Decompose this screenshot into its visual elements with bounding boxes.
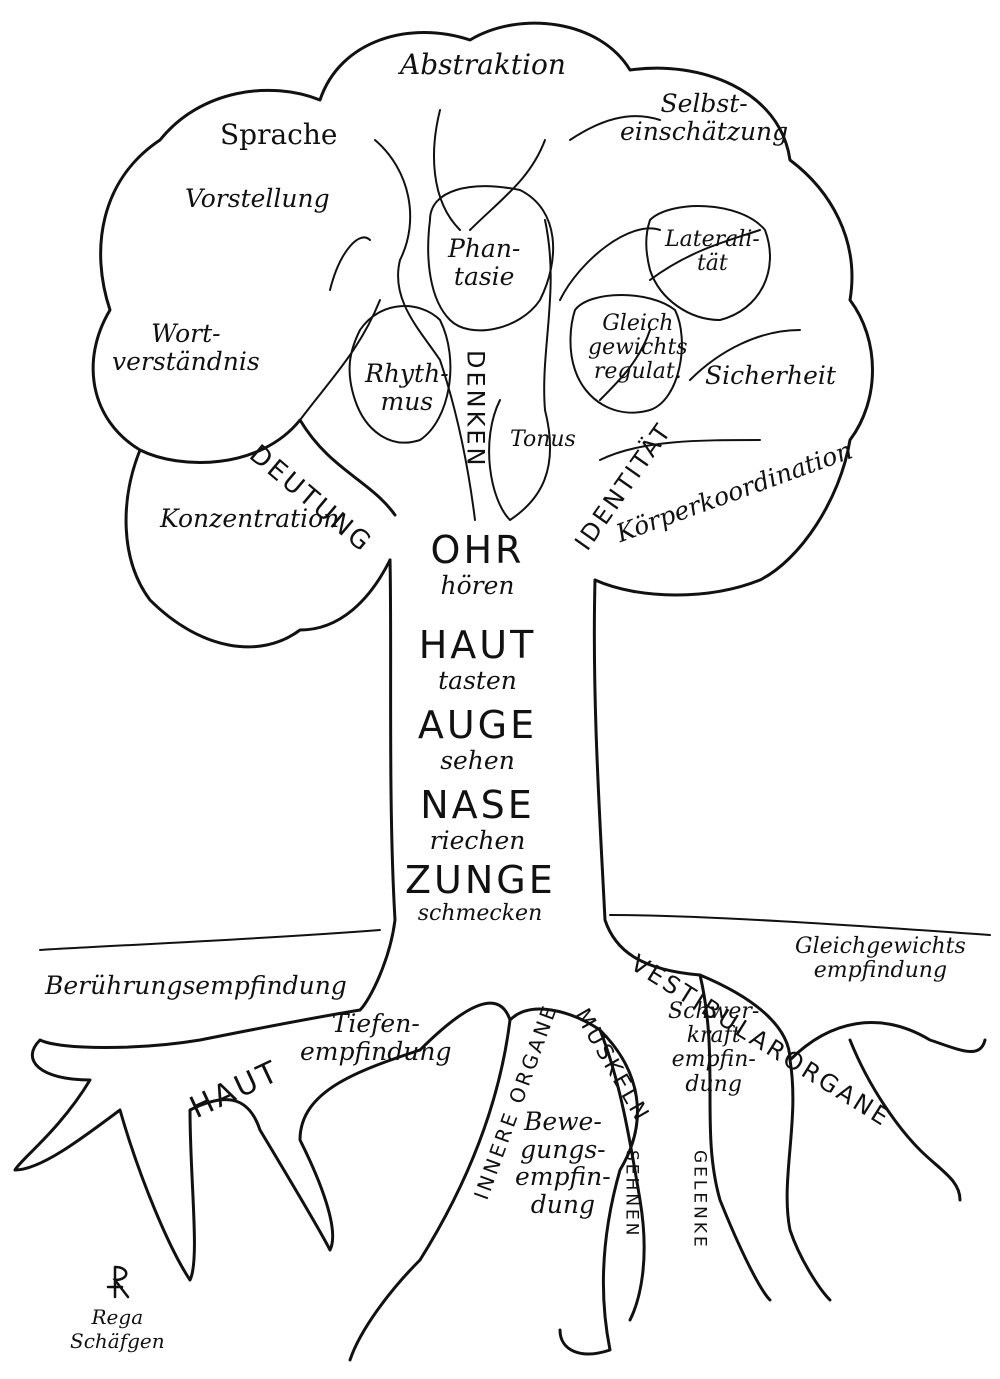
label-tiefenempfindung-line1: Tiefen- xyxy=(331,1009,420,1038)
trunk-sense-zunge: ZUNGE schmecken xyxy=(405,858,556,926)
label-denken: DENKEN xyxy=(461,350,490,469)
label-lateralitaet-line2: tät xyxy=(696,251,728,277)
label-phantasie-line2: tasie xyxy=(453,261,515,291)
label-schwerkraftempfindung-line3: empfin- xyxy=(671,1047,756,1073)
roots-center xyxy=(348,1001,646,1362)
label-vorstellung: Vorstellung xyxy=(185,184,330,213)
label-bewegungsempfindung-line3: empfin- xyxy=(515,1162,611,1191)
label-rhythmus-line2: mus xyxy=(380,386,434,416)
trunk-organ-ohr: OHR xyxy=(430,528,525,572)
signature-line1: Rega xyxy=(91,1305,144,1329)
label-selbsteinschaetzung-line2: einschätzung xyxy=(620,116,789,146)
label-phantasie-line1: Phan- xyxy=(448,234,521,263)
trunk-organ-zunge: ZUNGE xyxy=(405,858,556,902)
bubble-rhythmus xyxy=(348,305,452,444)
crown-outline xyxy=(91,21,874,649)
label-sprache: Sprache xyxy=(220,118,338,151)
label-gelenke: GELENKE xyxy=(689,1150,710,1250)
label-schwerkraftempfindung-line4: dung xyxy=(685,1071,742,1097)
label-selbsteinschaetzung-line1: Selbst- xyxy=(660,89,748,118)
trunk-organ-auge: AUGE xyxy=(417,703,538,747)
roots-right xyxy=(698,973,987,1302)
trunk-outline-right xyxy=(592,578,702,977)
label-lateralitaet: Laterali- tät xyxy=(665,227,760,277)
trunk-organ-nase: NASE xyxy=(420,783,535,827)
ground-right xyxy=(609,914,991,936)
bubble-phantasie xyxy=(427,185,555,332)
label-gleichgewichtsregulat-line1: Gleich xyxy=(602,311,674,336)
trunk-verb-riechen: riechen xyxy=(429,825,526,855)
label-tiefenempfindung-line2: empfindung xyxy=(300,1036,452,1066)
label-phantasie: Phan- tasie xyxy=(448,235,520,290)
label-tiefenempfindung: Tiefen- empfindung xyxy=(300,1010,452,1065)
bubble-gleichgewicht xyxy=(569,294,683,414)
trunk-verb-tasten: tasten xyxy=(438,665,517,695)
label-tonus: Tonus xyxy=(510,427,576,452)
label-wortverstaendnis-line2: verständnis xyxy=(112,346,260,376)
label-gleichgewichtsempfindung-line1: Gleichgewichts xyxy=(795,934,966,959)
label-beruehrungsempfindung: Berührungsempfindung xyxy=(45,971,347,1000)
label-rhythmus: Rhyth- mus xyxy=(365,360,449,415)
signature-monogram-icon xyxy=(106,1265,130,1299)
trunk-outline-left xyxy=(358,558,397,1012)
label-sehnen: SEHNEN xyxy=(621,1150,642,1239)
label-selbsteinschaetzung: Selbst- einschätzung xyxy=(620,90,788,145)
label-schwerkraftempfindung: Schwer- kraft empfin- dung xyxy=(668,999,760,1097)
trunk-sense-auge: AUGE sehen xyxy=(405,703,550,775)
trunk-verb-sehen: sehen xyxy=(440,745,515,775)
trunk-verb-hoeren: hören xyxy=(440,570,515,600)
trunk-sense-nase: NASE riechen xyxy=(405,783,550,855)
label-gleichgewichtsregulat: Gleich gewichts regulat. xyxy=(588,311,688,385)
branch-right-inner xyxy=(559,115,801,461)
label-bewegungsempfindung-line4: dung xyxy=(530,1189,595,1219)
label-rhythmus-line1: Rhyth- xyxy=(365,359,449,388)
ground-left xyxy=(39,929,381,951)
label-konzentration: Konzentration xyxy=(160,504,340,533)
label-wortverstaendnis: Wort- verständnis xyxy=(112,320,260,375)
label-sicherheit: Sicherheit xyxy=(705,361,836,390)
trunk-sense-haut: HAUT tasten xyxy=(405,623,550,695)
label-gleichgewichtsregulat-line2: gewichts xyxy=(588,335,688,361)
trunk-organ-haut: HAUT xyxy=(418,623,537,667)
signature-line2: Schäfgen xyxy=(70,1329,165,1353)
label-schwerkraftempfindung-line1: Schwer- xyxy=(668,999,760,1024)
label-lateralitaet-line1: Laterali- xyxy=(665,227,760,252)
roots-left xyxy=(13,1008,422,1282)
trunk-verb-schmecken: schmecken xyxy=(417,900,543,926)
trunk-sense-ohr: OHR hören xyxy=(405,528,550,600)
signature: Rega Schäfgen xyxy=(70,1305,165,1353)
label-bewegungsempfindung-line2: gungs- xyxy=(520,1134,606,1164)
bubble-lateralitaet xyxy=(645,205,771,321)
branch-center xyxy=(433,109,552,521)
label-abstraktion: Abstraktion xyxy=(400,48,566,81)
label-gleichgewichtsempfindung: Gleichgewichts empfindung xyxy=(795,934,966,984)
label-gleichgewichtsregulat-line3: regulat. xyxy=(593,359,682,385)
label-bewegungsempfindung-line1: Bewe- xyxy=(523,1107,602,1136)
label-wortverstaendnis-line1: Wort- xyxy=(151,319,221,348)
label-gleichgewichtsempfindung-line2: empfindung xyxy=(813,958,948,984)
label-bewegungsempfindung: Bewe- gungs- empfin- dung xyxy=(515,1108,611,1218)
label-schwerkraftempfindung-line2: kraft xyxy=(686,1023,741,1049)
